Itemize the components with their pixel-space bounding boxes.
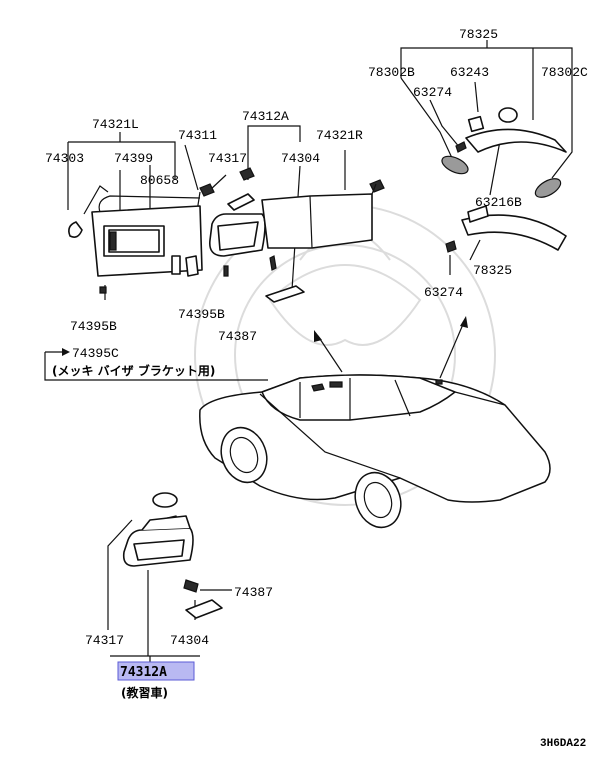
label-74387-top: 74387	[218, 329, 257, 344]
label-74399: 74399	[114, 151, 153, 166]
label-74395B-mid: 74395B	[178, 307, 225, 322]
label-74387-bottom: 74387	[234, 585, 273, 600]
label-74304-top: 74304	[281, 151, 320, 166]
label-74395C: 74395C	[72, 346, 119, 361]
car-illustration	[199, 374, 551, 529]
label-74395B-left: 74395B	[70, 319, 117, 334]
note-bracket	[44, 348, 268, 381]
label-74317-top: 74317	[208, 151, 247, 166]
note-training-car: (教習車)	[121, 685, 168, 700]
label-78325-top: 78325	[459, 27, 498, 42]
label-63216B: 63216B	[475, 195, 522, 210]
highlight-box	[117, 661, 195, 681]
label-74304-bottom: 74304	[170, 633, 209, 648]
label-80658: 80658	[140, 173, 179, 188]
label-78302C: 78302C	[541, 65, 588, 80]
pointer-arrows	[314, 316, 468, 379]
training-mirror-group	[107, 492, 232, 662]
label-78302B: 78302B	[368, 65, 415, 80]
label-63274-top: 63274	[413, 85, 452, 100]
label-74312A-top: 74312A	[242, 109, 289, 124]
label-78325-bottom: 78325	[473, 263, 512, 278]
label-74312A-highlight: 74312A	[120, 665, 167, 680]
label-63243: 63243	[450, 65, 489, 80]
label-74321L: 74321L	[92, 117, 139, 132]
label-74321R: 74321R	[316, 128, 363, 143]
diagram-code: 3H6DA22	[540, 738, 586, 750]
label-74311: 74311	[178, 128, 217, 143]
assist-grip-group	[400, 40, 573, 275]
sun-visor-group	[67, 125, 385, 303]
label-63274-bottom: 63274	[424, 285, 463, 300]
note-plating-visor-bracket: (メッキ バイザ ブラケット用)	[52, 363, 215, 378]
label-74303: 74303	[45, 151, 84, 166]
label-74317-bottom: 74317	[85, 633, 124, 648]
